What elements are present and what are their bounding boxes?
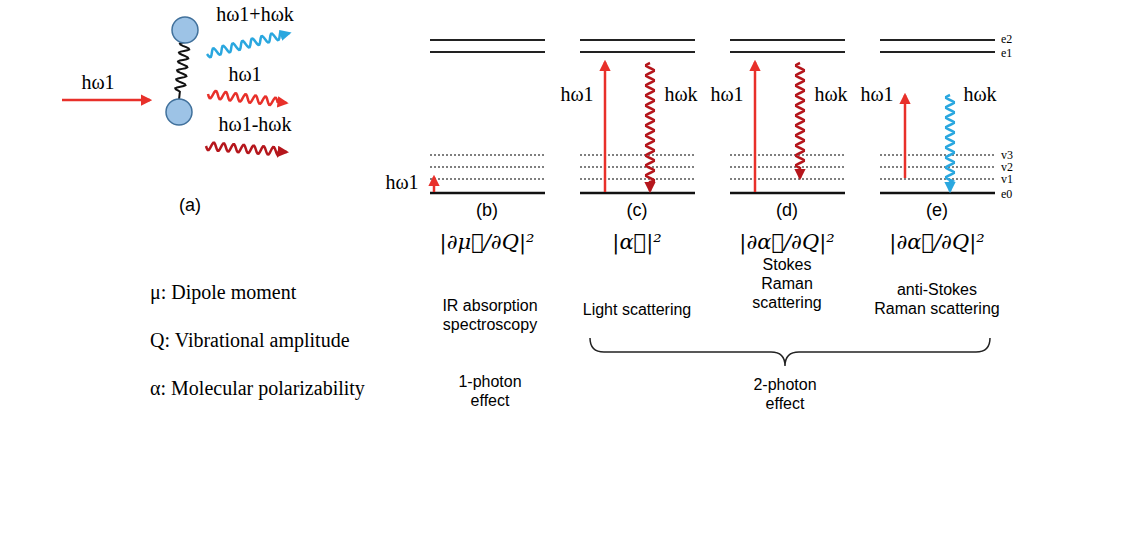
vibrational-level [430, 154, 545, 156]
electronic-level [880, 51, 995, 53]
formula-label: |∂μ⃗/∂Q|² [440, 230, 535, 255]
ground-level [430, 192, 545, 195]
anti-stokes-photon-arrow [207, 33, 289, 57]
emission-arrow [796, 63, 804, 178]
molecular-bond-spring [175, 42, 189, 100]
photon-label: hω1-hωk [219, 112, 292, 136]
atom-sphere [172, 17, 198, 43]
formula-label: |α⃡|² [612, 230, 661, 255]
panel-letter: (b) [476, 200, 498, 222]
incident-photon-arrow [62, 99, 150, 102]
ground-level [880, 192, 995, 195]
vibrational-level [730, 178, 845, 180]
rayleigh-photon-arrow [208, 91, 286, 105]
electronic-level [730, 39, 845, 41]
level-label: v2 [1001, 161, 1013, 173]
vibrational-level [880, 154, 995, 156]
vibrational-level [580, 154, 695, 156]
symbol-definition: α: Molecular polarizability [150, 376, 365, 400]
vibrational-level [580, 166, 695, 168]
level-label: v1 [1001, 173, 1013, 185]
level-label: v3 [1001, 149, 1013, 161]
photon-label: hωk [963, 82, 996, 106]
formula-label: |∂α⃡/∂Q|² [739, 230, 834, 255]
photon-label: hω1 [710, 82, 743, 106]
electronic-level [730, 51, 845, 53]
excitation-arrow [604, 62, 607, 192]
ground-level [580, 192, 695, 195]
level-label: e0 [1001, 188, 1012, 200]
ir-absorption-arrow [433, 177, 436, 192]
photon-label: hω1+hωk [216, 2, 294, 26]
photon-label: hω1 [560, 82, 593, 106]
process-name: anti-Stokes Raman scattering [873, 280, 1001, 318]
electronic-level [430, 51, 545, 53]
panel-letter: (c) [627, 200, 648, 222]
electronic-level [430, 39, 545, 41]
excitation-arrow [754, 62, 757, 192]
emission-arrow [946, 95, 954, 191]
panel-letter: (a) [179, 195, 201, 217]
symbol-definition: Q: Vibrational amplitude [150, 328, 350, 352]
photon-label: hω1 [228, 62, 261, 86]
symbol-definition: μ: Dipole moment [150, 280, 296, 304]
ground-level [730, 192, 845, 195]
process-name: IR absorption spectroscopy [430, 296, 550, 334]
vibrational-level [880, 166, 995, 168]
stokes-photon-arrow [206, 143, 287, 155]
process-name: Light scattering [572, 300, 702, 319]
photon-label: hωk [814, 82, 847, 106]
excitation-arrow [904, 95, 907, 178]
grouping-brace [590, 338, 990, 366]
vibrational-level [880, 178, 995, 180]
photon-label: hωk [664, 82, 697, 106]
process-name: Stokes Raman scattering [747, 255, 827, 313]
vibrational-level [430, 166, 545, 168]
vibrational-level [730, 154, 845, 156]
vibrational-level [580, 178, 695, 180]
formula-label: |∂α⃡/∂Q|² [889, 230, 984, 255]
emission-arrow [646, 63, 654, 191]
effect-name: 2-photon effect [749, 375, 821, 413]
level-label: e1 [1001, 47, 1012, 59]
effect-name: 1-photon effect [454, 372, 526, 410]
electronic-level [580, 39, 695, 41]
electronic-level [880, 39, 995, 41]
electronic-level [580, 51, 695, 53]
level-label: e2 [1001, 33, 1012, 45]
atom-sphere [166, 99, 192, 125]
panel-letter: (e) [926, 200, 948, 222]
vibrational-level [730, 166, 845, 168]
photon-label: hω1 [385, 170, 418, 194]
vibrational-level [430, 178, 545, 180]
panel-letter: (d) [776, 200, 798, 222]
photon-label: hω1 [860, 82, 893, 106]
photon-label: hω1 [81, 70, 114, 94]
